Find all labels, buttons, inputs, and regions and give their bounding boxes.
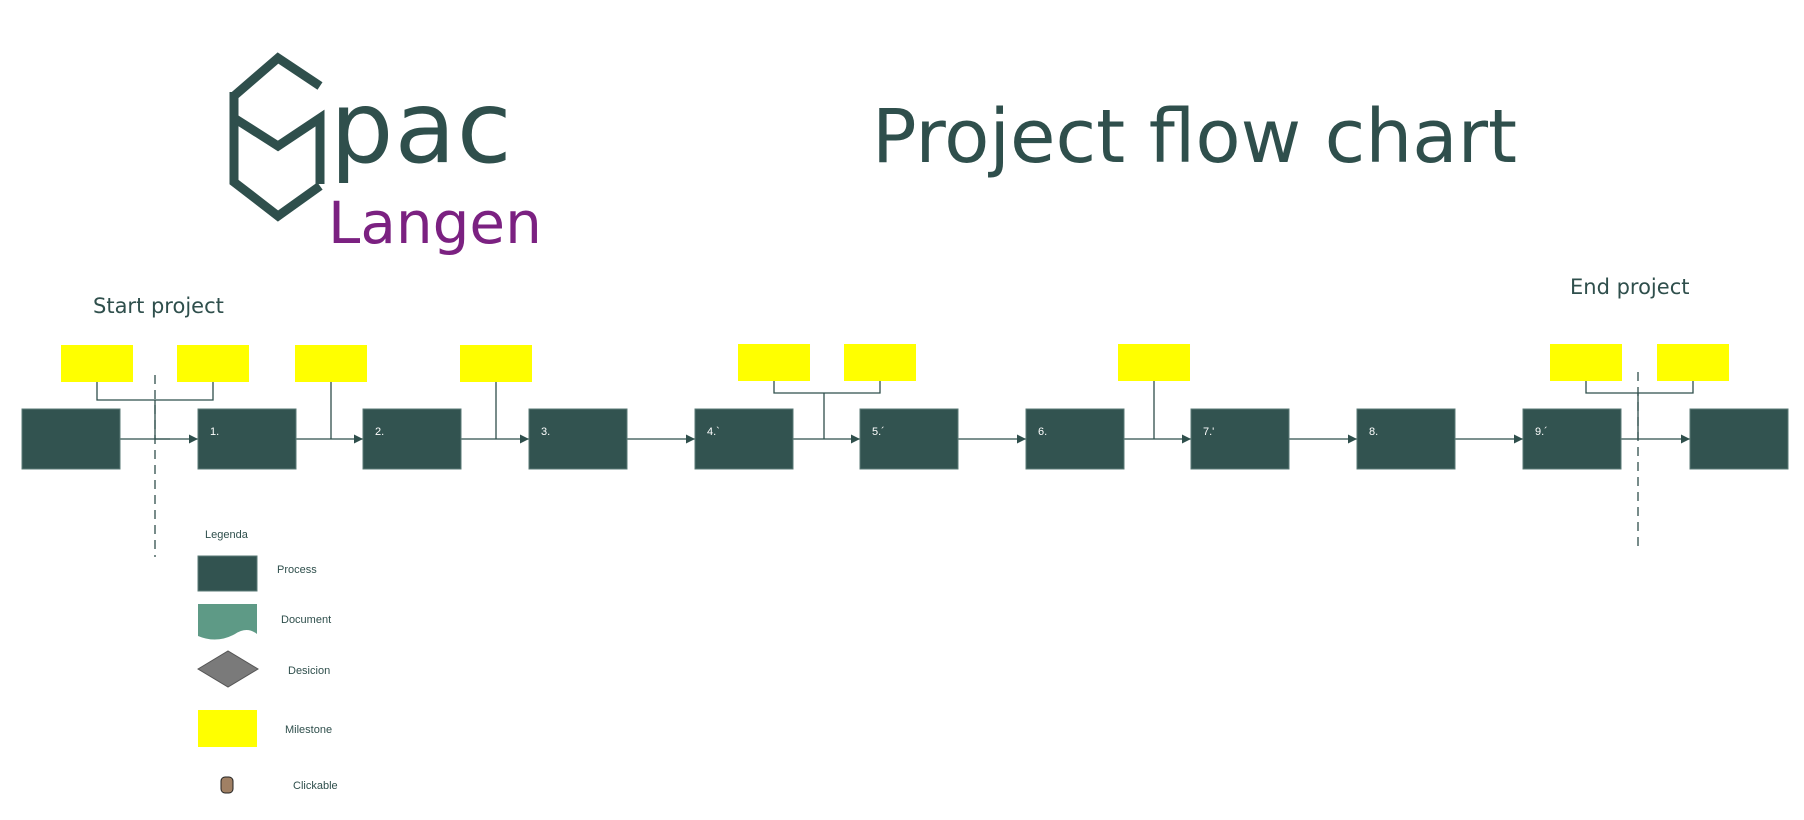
milestone-8[interactable] [1550,344,1622,381]
process-box-label: 2. [375,426,384,438]
milestone-2[interactable] [177,345,249,382]
legend-label-process: Process [277,564,317,576]
start-project-label: Start project [93,294,224,318]
process-box-label: 5.´ [872,426,885,438]
process-box-9[interactable] [1522,408,1622,470]
milestone-4[interactable] [460,345,532,382]
milestone-5[interactable] [738,344,810,381]
process-box-2[interactable] [362,408,462,470]
legend-label-decision: Desicion [288,665,331,677]
logo-text-langen: Langen [328,189,542,257]
milestone-6[interactable] [844,344,916,381]
milestone-bracket [1585,381,1694,394]
legend-label-milestone: Milestone [285,724,333,736]
legend-milestone-icon [198,710,257,747]
legend-title: Legenda [205,529,248,541]
process-box-1[interactable] [197,408,297,470]
process-box-label: 6. [1038,426,1047,438]
process-box-label: 3. [541,426,550,438]
process-box-10[interactable] [1689,408,1789,470]
milestone-connector [154,400,170,440]
process-box-label: 4.` [707,426,720,438]
legend-label-clickable: Clickable [293,780,338,792]
process-box-label: 9.´ [1535,426,1548,438]
process-box-label: 8. [1369,426,1378,438]
process-box-3[interactable] [528,408,628,470]
milestone-3[interactable] [295,345,367,382]
end-project-label: End project [1570,275,1690,299]
milestone-7[interactable] [1118,344,1190,381]
milestone-1[interactable] [61,345,133,382]
milestone-9[interactable] [1657,344,1729,381]
logo-text-pac: pac [330,69,513,186]
process-box-4[interactable] [694,408,794,470]
process-box-label: 1. [210,426,219,438]
page-title: Project flow chart [872,94,1518,180]
legend-process-icon [197,555,258,592]
legend-label-document: Document [281,614,332,626]
milestone-bracket [773,381,881,394]
process-box-8[interactable] [1356,408,1456,470]
process-box-5[interactable] [859,408,959,470]
process-box-0[interactable] [21,408,121,470]
legend-document-icon [198,604,257,640]
process-box-6[interactable] [1025,408,1125,470]
legend-clickable-icon [220,776,234,794]
process-box-7[interactable] [1190,408,1290,470]
logo-m-hexagon-icon [229,52,325,222]
legend-decision-icon [197,650,259,688]
process-box-label: 7.' [1203,426,1214,438]
